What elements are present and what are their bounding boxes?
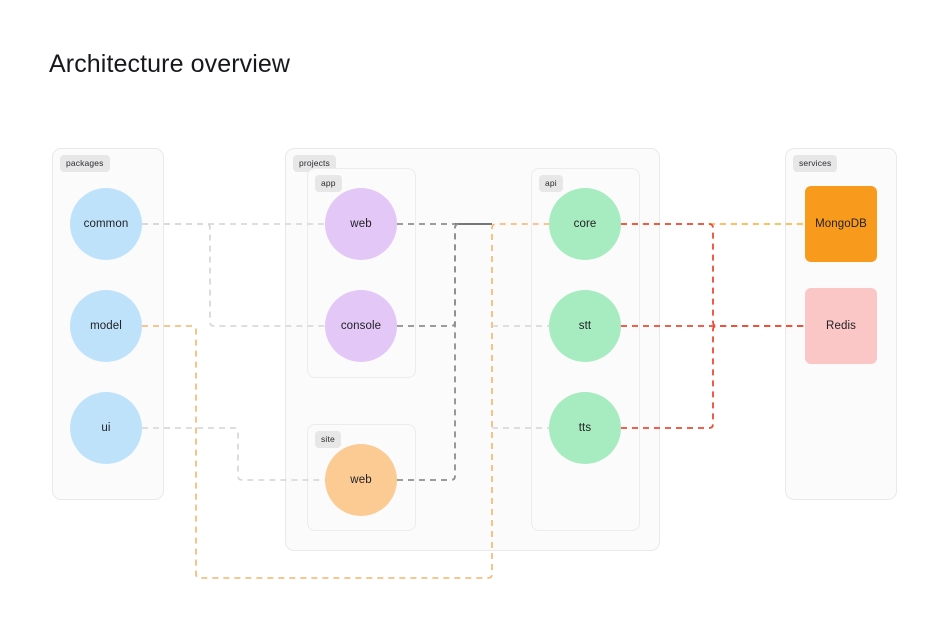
node-label-api-core: core (573, 218, 597, 230)
node-api-stt[interactable]: stt (549, 290, 621, 362)
node-app-console[interactable]: console (325, 290, 397, 362)
node-label-site-web: web (350, 474, 372, 486)
node-label-model: model (90, 320, 122, 332)
group-label-projects: projects (293, 155, 336, 172)
group-label-app: app (315, 175, 342, 192)
node-label-api-tts: tts (578, 422, 592, 434)
node-label-mongodb: MongoDB (815, 218, 867, 230)
node-label-common: common (83, 218, 129, 230)
node-redis[interactable]: Redis (805, 288, 877, 364)
node-mongodb[interactable]: MongoDB (805, 186, 877, 262)
node-app-web[interactable]: web (325, 188, 397, 260)
node-common[interactable]: common (70, 188, 142, 260)
page-title: Architecture overview (49, 50, 291, 78)
node-api-tts[interactable]: tts (549, 392, 621, 464)
group-label-services: services (793, 155, 838, 172)
node-model[interactable]: model (70, 290, 142, 362)
node-label-app-web: web (350, 218, 372, 230)
node-label-ui: ui (101, 422, 111, 434)
group-label-site: site (315, 431, 341, 448)
group-label-packages: packages (60, 155, 110, 172)
node-ui[interactable]: ui (70, 392, 142, 464)
node-label-app-console: console (340, 320, 382, 332)
node-api-core[interactable]: core (549, 188, 621, 260)
node-label-redis: Redis (826, 320, 856, 332)
node-site-web[interactable]: web (325, 444, 397, 516)
node-label-api-stt: stt (578, 320, 592, 332)
group-label-api: api (539, 175, 563, 192)
